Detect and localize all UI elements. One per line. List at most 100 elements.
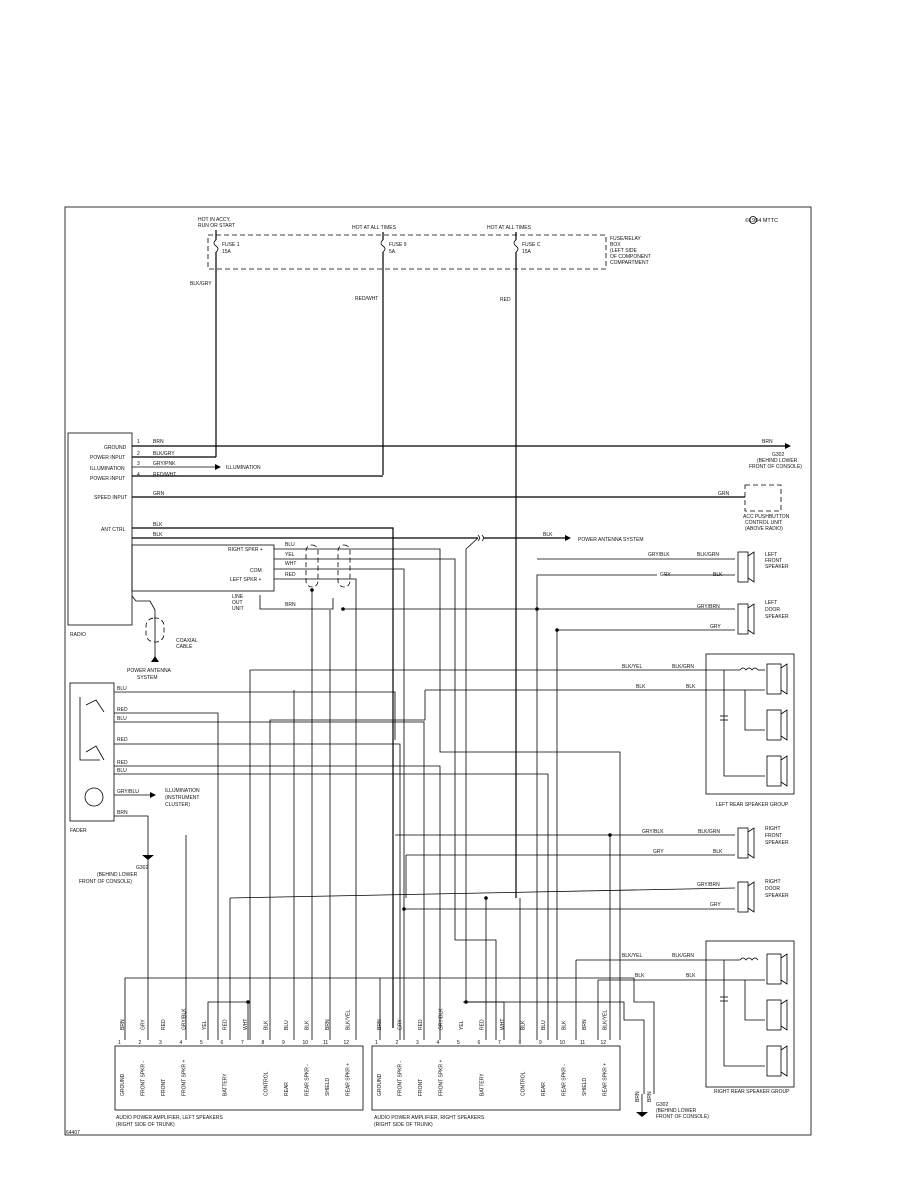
fuse-box: [207, 234, 607, 270]
amp-terminal-label: FRONT SPKR +: [439, 1059, 445, 1096]
amp-wire-label: BRN: [582, 1019, 588, 1030]
svg-text:BLK: BLK: [153, 532, 163, 538]
figure-id: 64407: [66, 1130, 80, 1136]
svg-text:2: 2: [137, 451, 140, 457]
amp-terminal-label: GROUND: [377, 1073, 383, 1096]
svg-text:BLK: BLK: [713, 849, 723, 855]
svg-text:(BEHIND LOWER: (BEHIND LOWER: [656, 1108, 697, 1114]
svg-text:GRY: GRY: [710, 902, 721, 908]
amp-terminal-label: FRONT: [161, 1079, 167, 1096]
amp-terminal-label: CONTROL: [264, 1071, 270, 1096]
svg-text:BLK/GRN: BLK/GRN: [672, 664, 694, 670]
amp-pin-number: 5: [200, 1040, 203, 1046]
ground-bus: [124, 977, 655, 1094]
amp-pin-number: 11: [323, 1040, 328, 1046]
svg-text:RIGHT SPKR +: RIGHT SPKR +: [228, 547, 263, 553]
amp-wire-label: GRY/BLK: [439, 1008, 445, 1030]
copyright: ©1994 MTTC: [745, 217, 778, 224]
line-out-unit-label: LINE OUT UNIT: [232, 594, 244, 612]
power-antenna-line: BLK POWER ANTENNA SYSTEM: [465, 532, 645, 1094]
amp-terminal-label: SHIELD: [582, 1078, 588, 1096]
amp-wire-label: BLK: [305, 1020, 311, 1030]
amp-wire-label: BLU: [284, 1020, 290, 1030]
svg-text:RED: RED: [285, 572, 296, 578]
svg-text:RED: RED: [117, 707, 128, 713]
amp-terminal-label: FRONT SPKR +: [182, 1059, 188, 1096]
svg-text:SYSTEM: SYSTEM: [137, 675, 158, 681]
svg-text:BLU: BLU: [285, 542, 295, 548]
svg-text:RUN OR START: RUN OR START: [198, 223, 235, 229]
svg-text:RED: RED: [500, 297, 511, 303]
amp-wire-label: RED: [418, 1019, 424, 1030]
svg-text:POWER INPUT: POWER INPUT: [90, 455, 125, 461]
svg-text:FUSE 1: FUSE 1: [222, 242, 240, 248]
fader-wiring: BLU RED BLU RED RED BLU GRY/BLU BRN ILLU…: [79, 686, 549, 1040]
amp-pin-number: 9: [282, 1040, 285, 1046]
svg-text:WHT: WHT: [285, 561, 296, 567]
amp-pin-number: 7: [498, 1040, 501, 1046]
amp-terminal-label: REAR SPKR -: [305, 1064, 311, 1096]
svg-text:BRN: BRN: [762, 439, 773, 445]
svg-text:BLK/GRY: BLK/GRY: [190, 281, 212, 287]
amp-pin-number: 7: [241, 1040, 244, 1046]
amp-right-box: [371, 1045, 621, 1111]
svg-text:GRY/PNK: GRY/PNK: [153, 461, 176, 467]
amp-terminal-label: FRONT: [418, 1079, 424, 1096]
svg-text:LINE: LINE: [232, 594, 244, 600]
svg-text:CLUSTER): CLUSTER): [165, 802, 190, 808]
svg-text:(ABOVE RADIO): (ABOVE RADIO): [745, 526, 783, 532]
svg-text:GRN: GRN: [153, 491, 165, 497]
fuse-box-label: FUSE/RELAY BOX (LEFT SIDE OF COMPONENT C…: [610, 236, 651, 266]
amp-pin-number: 12: [601, 1040, 607, 1046]
amp-pin-number: 3: [159, 1040, 162, 1046]
svg-text:3: 3: [137, 461, 140, 467]
svg-text:BLU: BLU: [117, 768, 127, 774]
amp-wire-label: GRY: [398, 1019, 404, 1030]
amp-terminal-label: SHIELD: [325, 1078, 331, 1096]
svg-text:BOX: BOX: [610, 242, 621, 248]
fader-label: FADER: [70, 828, 87, 834]
svg-text:GRY/BLK: GRY/BLK: [642, 829, 664, 835]
svg-text:RED: RED: [117, 737, 128, 743]
svg-text:RED/WHT: RED/WHT: [355, 296, 378, 302]
svg-text:DOOR: DOOR: [765, 886, 780, 892]
svg-text:BRN: BRN: [285, 602, 296, 608]
svg-text:FRONT OF CONSOLE): FRONT OF CONSOLE): [749, 464, 802, 470]
svg-text:BLK: BLK: [636, 684, 646, 690]
svg-text:BLK/GRY: BLK/GRY: [153, 451, 175, 457]
fader-box: [69, 682, 115, 822]
line-out-terminals: RIGHT SPKR + COM LEFT SPKR + BLU YEL WHT…: [228, 542, 657, 1040]
amp-wire-label: BLU: [541, 1020, 547, 1030]
svg-text:BLU: BLU: [117, 686, 127, 692]
svg-text:SPEAKER: SPEAKER: [765, 564, 789, 570]
svg-text:BRN: BRN: [635, 1091, 641, 1102]
svg-text:BLK: BLK: [686, 973, 696, 979]
svg-text:HOT IN ACCY,: HOT IN ACCY,: [198, 217, 231, 223]
svg-text:LEFT SPKR +: LEFT SPKR +: [230, 577, 262, 583]
svg-text:FUSE 9: FUSE 9: [389, 242, 407, 248]
svg-text:LEFT: LEFT: [765, 600, 777, 606]
amp-wire-label: BRN: [325, 1019, 331, 1030]
svg-text:POWER INPUT: POWER INPUT: [90, 476, 125, 482]
fuse-9: HOT AT ALL TIMES FUSE 9 5A RED/WHT: [352, 225, 407, 475]
svg-text:5A: 5A: [389, 249, 396, 255]
svg-text:AUDIO POWER AMPLIFIER, RIGHT S: AUDIO POWER AMPLIFIER, RIGHT SPEAKERS: [374, 1115, 485, 1121]
svg-text:POWER ANTENNA: POWER ANTENNA: [127, 668, 172, 674]
left-door-speaker: GRY/BRN GRY LEFT DOOR SPEAKER: [535, 600, 789, 1040]
amp-pin-number: 11: [580, 1040, 585, 1046]
acc-unit-label: ACC PUSHBUTTON CONTROL UNIT (ABOVE RADIO…: [743, 514, 790, 532]
svg-text:BRN: BRN: [647, 1091, 653, 1102]
svg-text:BLK/YEL: BLK/YEL: [622, 664, 643, 670]
amp-wire-label: BRN: [120, 1019, 126, 1030]
amp-pin-number: 12: [344, 1040, 350, 1046]
amp-wire-label: BRN: [377, 1019, 383, 1030]
g302-amp: G302 (BEHIND LOWER FRONT OF CONSOLE) BRN…: [635, 1091, 709, 1120]
amp-terminal-label: REAR: [541, 1082, 547, 1096]
svg-text:BLK: BLK: [543, 532, 553, 538]
amp-wire-label: BLK: [264, 1020, 270, 1030]
svg-text:UNIT: UNIT: [232, 606, 244, 612]
copyright-icon: [749, 216, 757, 224]
amp-wire-label: WHT: [500, 1019, 506, 1030]
left-rear-speaker-group: [705, 653, 795, 795]
